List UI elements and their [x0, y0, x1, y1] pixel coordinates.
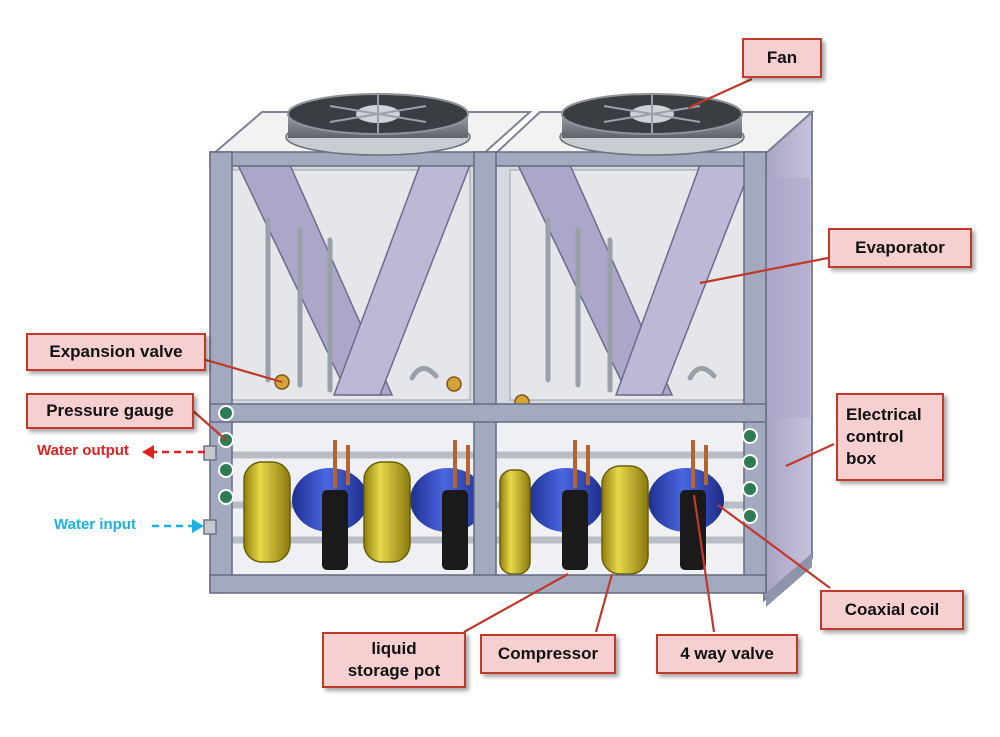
- evaporator-callout-text: Evaporator: [855, 238, 945, 257]
- compressor-icon: [243, 461, 649, 575]
- pressure-gauge-callout: Pressure gauge: [26, 393, 194, 429]
- electrical-control-box-callout-text: Electrical control box: [846, 405, 922, 468]
- fan-callout: Fan: [742, 38, 822, 78]
- leader-lines: [191, 77, 835, 633]
- coaxial-coil-callout-text: Coaxial coil: [844, 600, 940, 619]
- water-connector: [203, 445, 217, 535]
- liquid-storage-pot-callout-text: liquid storage pot: [347, 639, 441, 680]
- evaporator-coils: [236, 164, 754, 396]
- compressor-callout-text: Compressor: [497, 644, 599, 663]
- four-way-valve-icon: [333, 440, 708, 488]
- evaporator-callout: Evaporator: [828, 228, 972, 268]
- four-way-valve-callout-text: 4 way valve: [680, 644, 774, 663]
- expansion-valve-callout: Expansion valve: [26, 333, 206, 371]
- fan-callout-text: Fan: [766, 48, 798, 67]
- water-output-arrow: [142, 445, 205, 459]
- electrical-control-box-callout: Electrical control box: [836, 393, 944, 481]
- water-output-label: Water output: [37, 442, 129, 459]
- liquid-storage-pot-callout: liquid storage pot: [322, 632, 466, 688]
- water-input-label: Water input: [54, 516, 136, 533]
- pressure-gauge-callout-text: Pressure gauge: [46, 401, 174, 420]
- refrigerant-piping: [265, 217, 717, 393]
- coaxial-coil-callout: Coaxial coil: [820, 590, 964, 630]
- frame: [209, 151, 767, 594]
- electrical-control-box-panel: [766, 178, 810, 418]
- expansion-valve-callout-text: Expansion valve: [49, 342, 183, 361]
- compressor-callout: Compressor: [480, 634, 616, 674]
- liquid-storage-pot-icon: [322, 490, 706, 570]
- water-input-arrow: [152, 519, 204, 533]
- four-way-valve-callout: 4 way valve: [656, 634, 798, 674]
